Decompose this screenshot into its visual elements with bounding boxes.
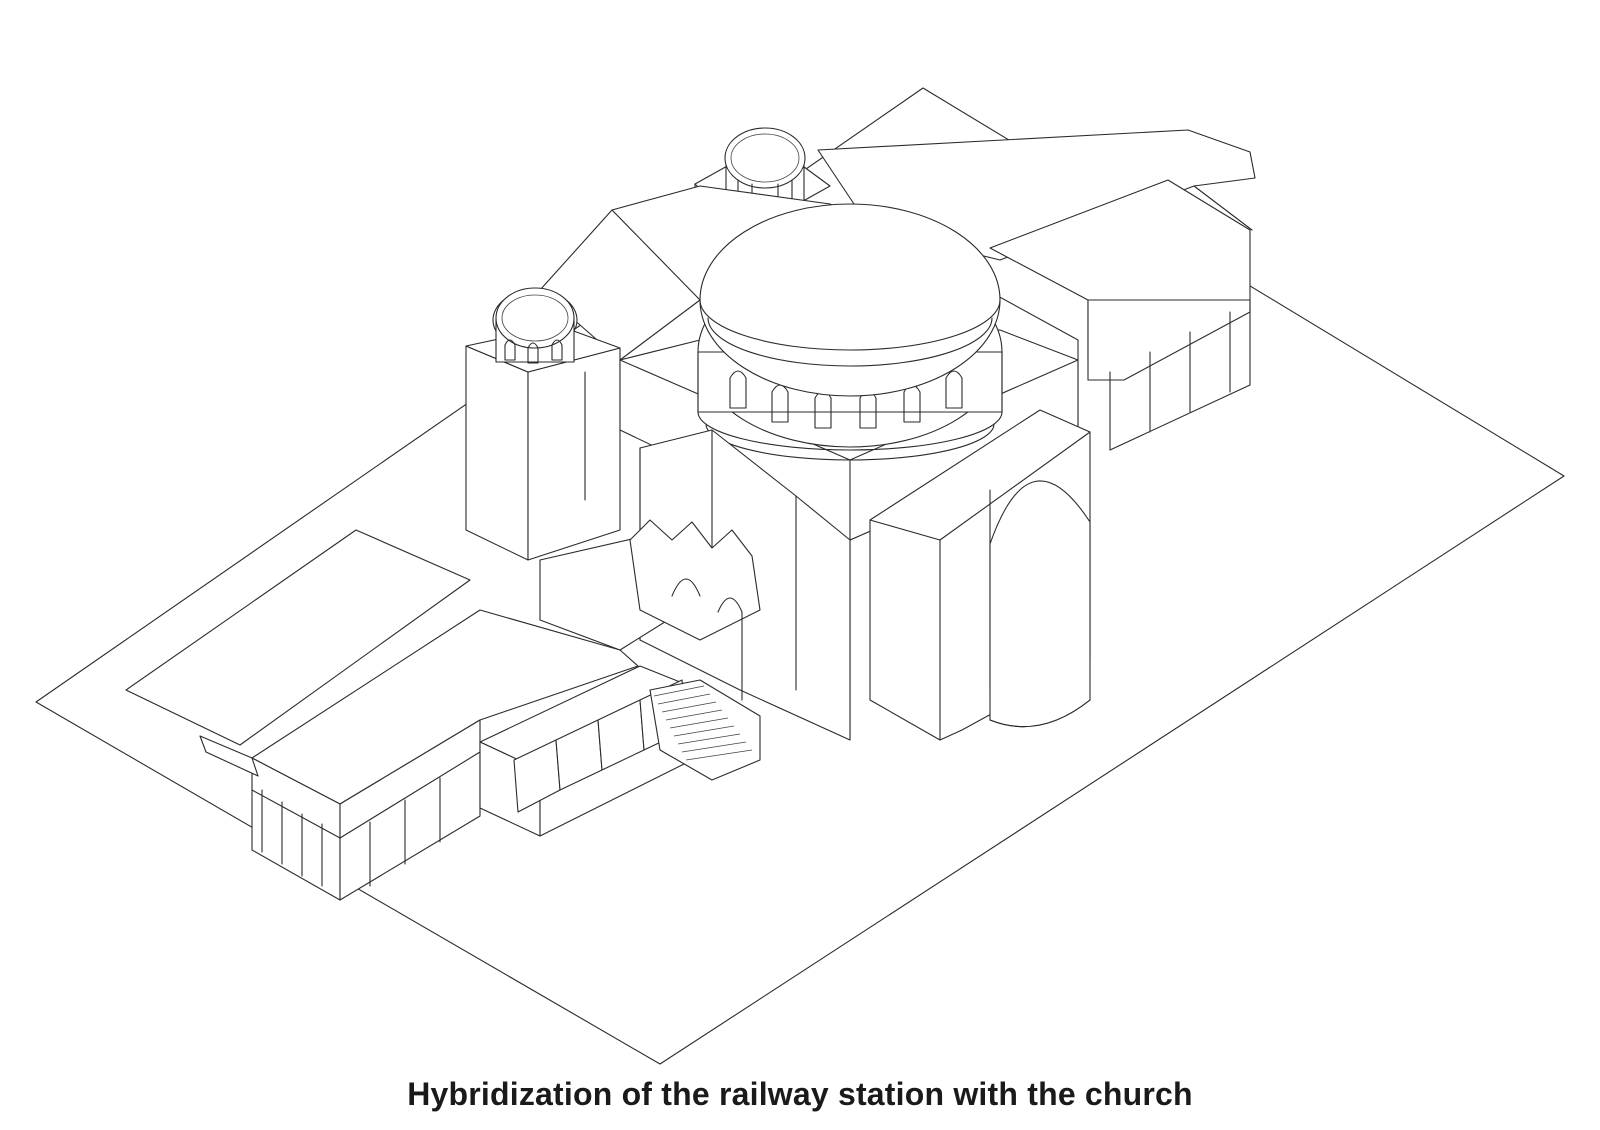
arch-connector (539, 519, 761, 701)
staircase (649, 679, 761, 781)
right-block (869, 409, 1091, 741)
station-hall (125, 529, 639, 901)
site-plane (35, 87, 1565, 1065)
left-tower (465, 287, 621, 561)
figure-caption: Hybridization of the railway station wit… (407, 1076, 1193, 1112)
